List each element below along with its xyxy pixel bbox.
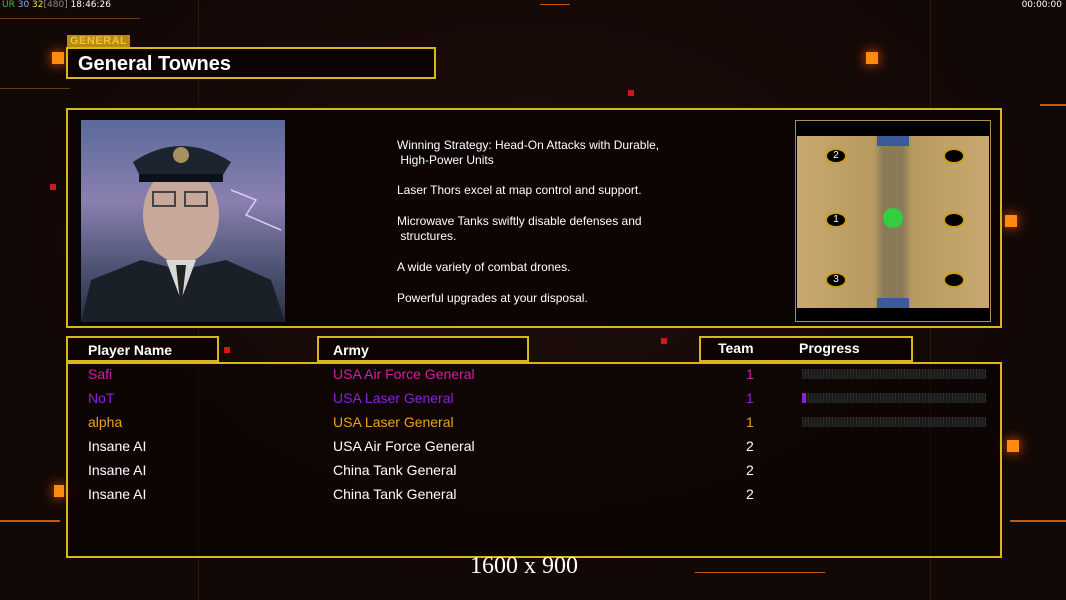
player-row: NoT USA Laser General 1 [68,388,1000,412]
decor-line [0,88,70,89]
player-army: USA Air Force General [333,366,475,382]
decor-square [54,485,64,497]
decor-line [0,520,60,522]
hud-value: 30 [17,0,30,10]
hud-time: 18:46:26 [70,0,111,10]
player-row: Insane AI USA Air Force General 2 [68,436,1000,460]
player-team: 1 [746,414,754,430]
progress-fill [802,393,806,403]
player-name: alpha [88,414,123,430]
player-team: 1 [746,366,754,382]
resolution-label: 1600 x 900 [470,553,578,579]
description-line: Laser Thors excel at map control and sup… [397,183,642,197]
decor-line [1010,520,1066,522]
player-team: 2 [746,462,754,478]
decor-square [628,90,634,96]
decor-line [540,4,570,5]
general-name: General Townes [78,53,232,75]
player-row: alpha USA Laser General 1 [68,412,1000,436]
progress-bar [802,393,986,403]
header-army: Army [317,336,529,362]
player-row: Insane AI China Tank General 2 [68,460,1000,484]
description-line: A wide variety of combat drones. [397,260,571,274]
player-army: China Tank General [333,486,457,502]
decor-line [0,18,140,19]
hud-ur: UR [2,0,15,10]
start-position [943,212,965,228]
player-team: 2 [746,486,754,502]
header-team-progress: Team Progress [699,336,913,362]
progress-bar [802,417,986,427]
player-name: Safi [88,366,113,382]
player-team: 1 [746,390,754,406]
progress-bar [802,369,986,379]
player-row: Insane AI China Tank General 2 [68,484,1000,508]
player-army: USA Air Force General [333,438,475,454]
player-army: USA Laser General [333,414,454,430]
start-position: 1 [825,212,847,228]
header-progress: Progress [799,340,860,356]
player-name: Insane AI [88,438,147,454]
decor-line [695,572,825,573]
water [877,136,909,146]
decor-square [52,52,64,64]
player-team: 2 [746,438,754,454]
player-row: Safi USA Air Force General 1 [68,364,1000,388]
decor-square [1007,440,1019,452]
start-position: 3 [825,272,847,288]
hud-value: [480] [43,0,68,10]
oil-derrick-marker [883,208,903,228]
decor-square [224,347,230,353]
decor-square [866,52,878,64]
fps-hud: UR 30 32[480] 18:46:26 [2,0,111,10]
start-position [943,148,965,164]
general-tag: GENERAL [67,35,131,48]
player-army: China Tank General [333,462,457,478]
player-army: USA Laser General [333,390,454,406]
decor-square [661,338,667,344]
decor-square [50,184,56,190]
header-player-name: Player Name [66,336,219,362]
decor-square [1005,215,1017,227]
start-position [943,272,965,288]
description-line: Powerful upgrades at your disposal. [397,291,588,305]
start-position: 2 [825,148,847,164]
decor-line [1040,104,1066,106]
general-portrait [81,120,285,322]
water [877,298,909,308]
general-info-panel: Winning Strategy: Head-On Attacks with D… [66,108,1002,328]
general-title-box: General Townes [66,47,436,79]
header-team: Team [718,340,754,356]
player-name: NoT [88,390,115,406]
player-name: Insane AI [88,462,147,478]
header-label: Player Name [88,342,173,358]
hud-value: 32 [32,0,44,10]
game-clock: 00:00:00 [1021,0,1062,10]
header-label: Army [333,342,369,358]
map-terrain: 2 1 3 [797,136,989,308]
player-name: Insane AI [88,486,147,502]
strategy-text: Winning Strategy: Head-On Attacks with D… [397,138,660,167]
map-preview: 2 1 3 [795,120,991,322]
description-line: Microwave Tanks swiftly disable defenses… [397,214,642,243]
